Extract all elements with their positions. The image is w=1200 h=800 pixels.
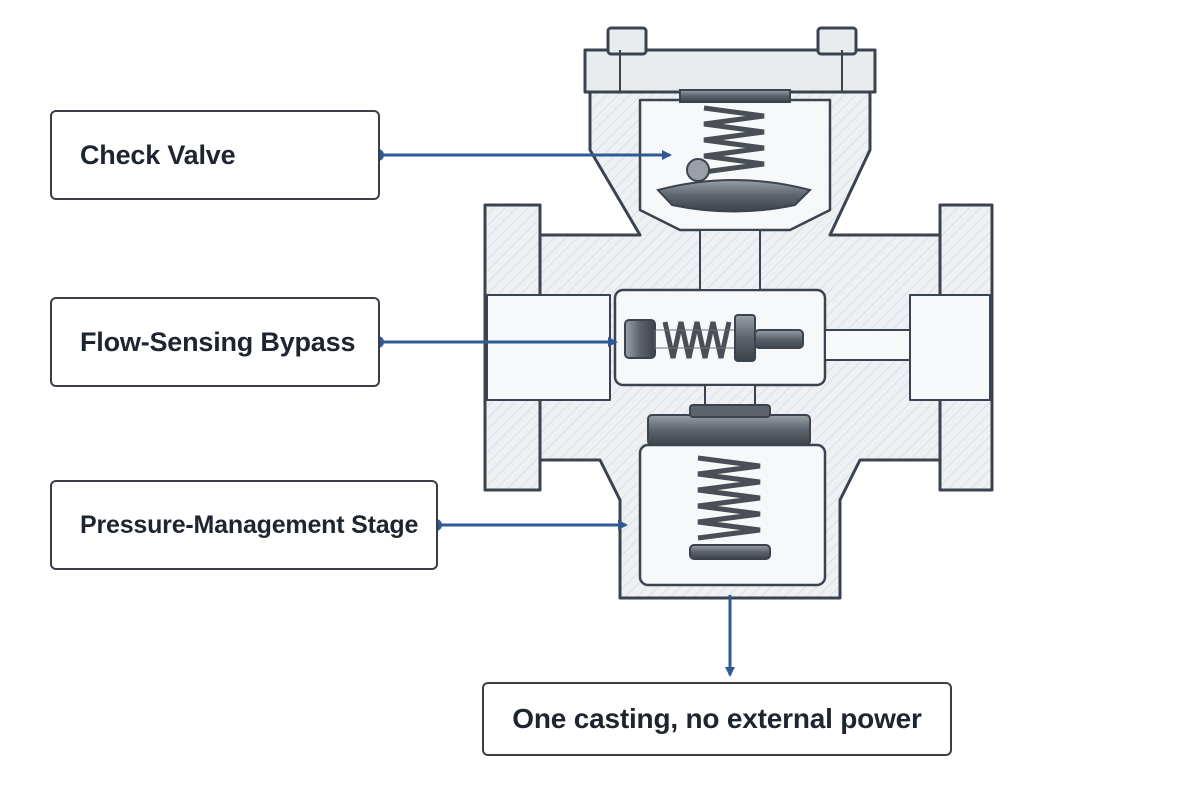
footer-note-box: One casting, no external power	[482, 682, 952, 756]
check-valve-assembly	[656, 89, 812, 213]
check-valve-hinge	[686, 158, 710, 182]
flow-sensing-bypass-label: Flow-Sensing Bypass	[50, 297, 380, 387]
pressure-diaphragm	[647, 414, 811, 446]
check-valve-label-text: Check Valve	[80, 139, 236, 170]
check-valve-label: Check Valve	[50, 110, 380, 200]
bonnet-bolt-left	[606, 26, 648, 56]
check-valve-spring-coil	[703, 105, 765, 175]
check-valve-disc	[656, 179, 812, 213]
bypass-spring-coil	[662, 321, 732, 359]
pressure-spring-coil	[697, 455, 761, 541]
bonnet-cap	[583, 48, 877, 94]
bypass-assembly	[624, 314, 804, 362]
pressure-management-stage-label: Pressure-Management Stage	[50, 480, 438, 570]
pressure-chamber	[638, 443, 827, 587]
flow-bore	[486, 294, 611, 401]
flow-sensing-bypass-label-text: Flow-Sensing Bypass	[80, 326, 356, 357]
footer-note-text: One casting, no external power	[512, 703, 922, 734]
pressure-management-stage-label-text: Pressure-Management Stage	[80, 510, 419, 539]
bypass-stem	[754, 329, 804, 349]
pressure-assembly	[647, 404, 811, 560]
bonnet-bolt-right	[816, 26, 858, 56]
